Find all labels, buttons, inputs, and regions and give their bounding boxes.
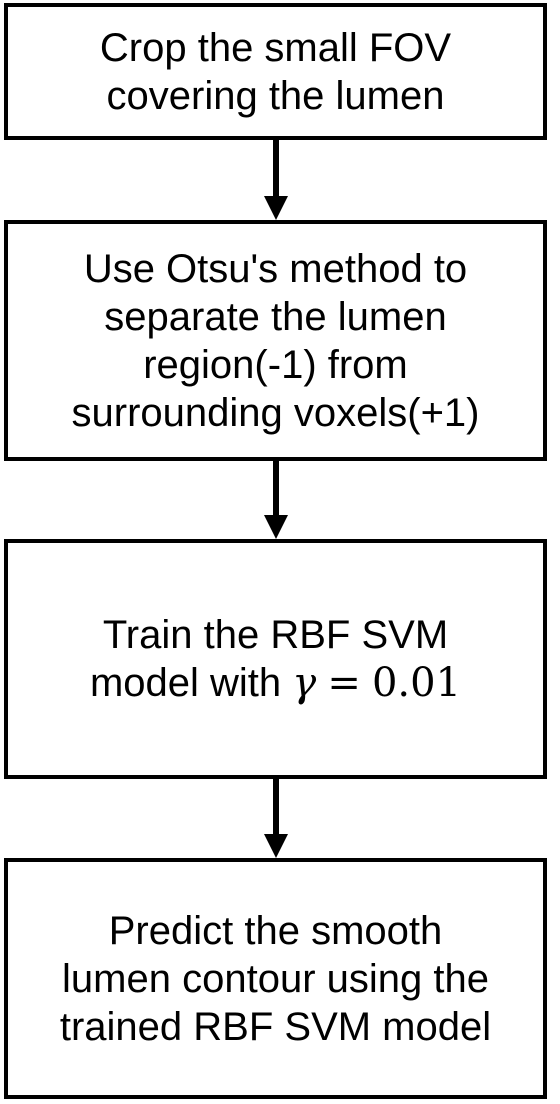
step-text-line: model with γ = 0.01	[90, 659, 461, 707]
gamma-value: 0.01	[371, 660, 462, 706]
step-train-svm-text: Train the RBF SVM model with γ = 0.01	[82, 611, 469, 707]
step-text-line: Use Otsu's method to	[83, 246, 468, 291]
step-crop-fov-text: Crop the small FOV covering the lumen	[92, 24, 459, 120]
step-text-line: covering the lumen	[106, 73, 445, 118]
step-text-line: Crop the small FOV	[99, 25, 452, 70]
step-text-line: region(-1) from	[143, 342, 408, 387]
step-text-line: trained RBF SVM model	[59, 1004, 492, 1049]
step-text-line: Predict the smooth	[108, 908, 443, 953]
arrow-down-1	[264, 140, 288, 220]
arrow-down-3	[264, 779, 288, 858]
step-otsu-separation-text: Use Otsu's method to separate the lumen …	[64, 245, 488, 437]
arrow-down-2	[264, 461, 288, 539]
step-text-line: surrounding voxels(+1)	[71, 390, 480, 435]
step-train-svm: Train the RBF SVM model with γ = 0.01	[4, 539, 547, 779]
step-text-fragment: model with	[89, 661, 282, 705]
step-predict-contour-text: Predict the smooth lumen contour using t…	[52, 907, 499, 1051]
step-text-line: separate the lumen	[104, 294, 447, 339]
step-crop-fov: Crop the small FOV covering the lumen	[4, 3, 547, 140]
equals-operator: =	[327, 660, 361, 706]
gamma-symbol: γ	[292, 660, 317, 706]
step-predict-contour: Predict the smooth lumen contour using t…	[4, 858, 547, 1099]
step-otsu-separation: Use Otsu's method to separate the lumen …	[4, 220, 547, 461]
step-text-line: lumen contour using the	[62, 956, 489, 1001]
step-text-line: Train the RBF SVM	[102, 613, 449, 657]
